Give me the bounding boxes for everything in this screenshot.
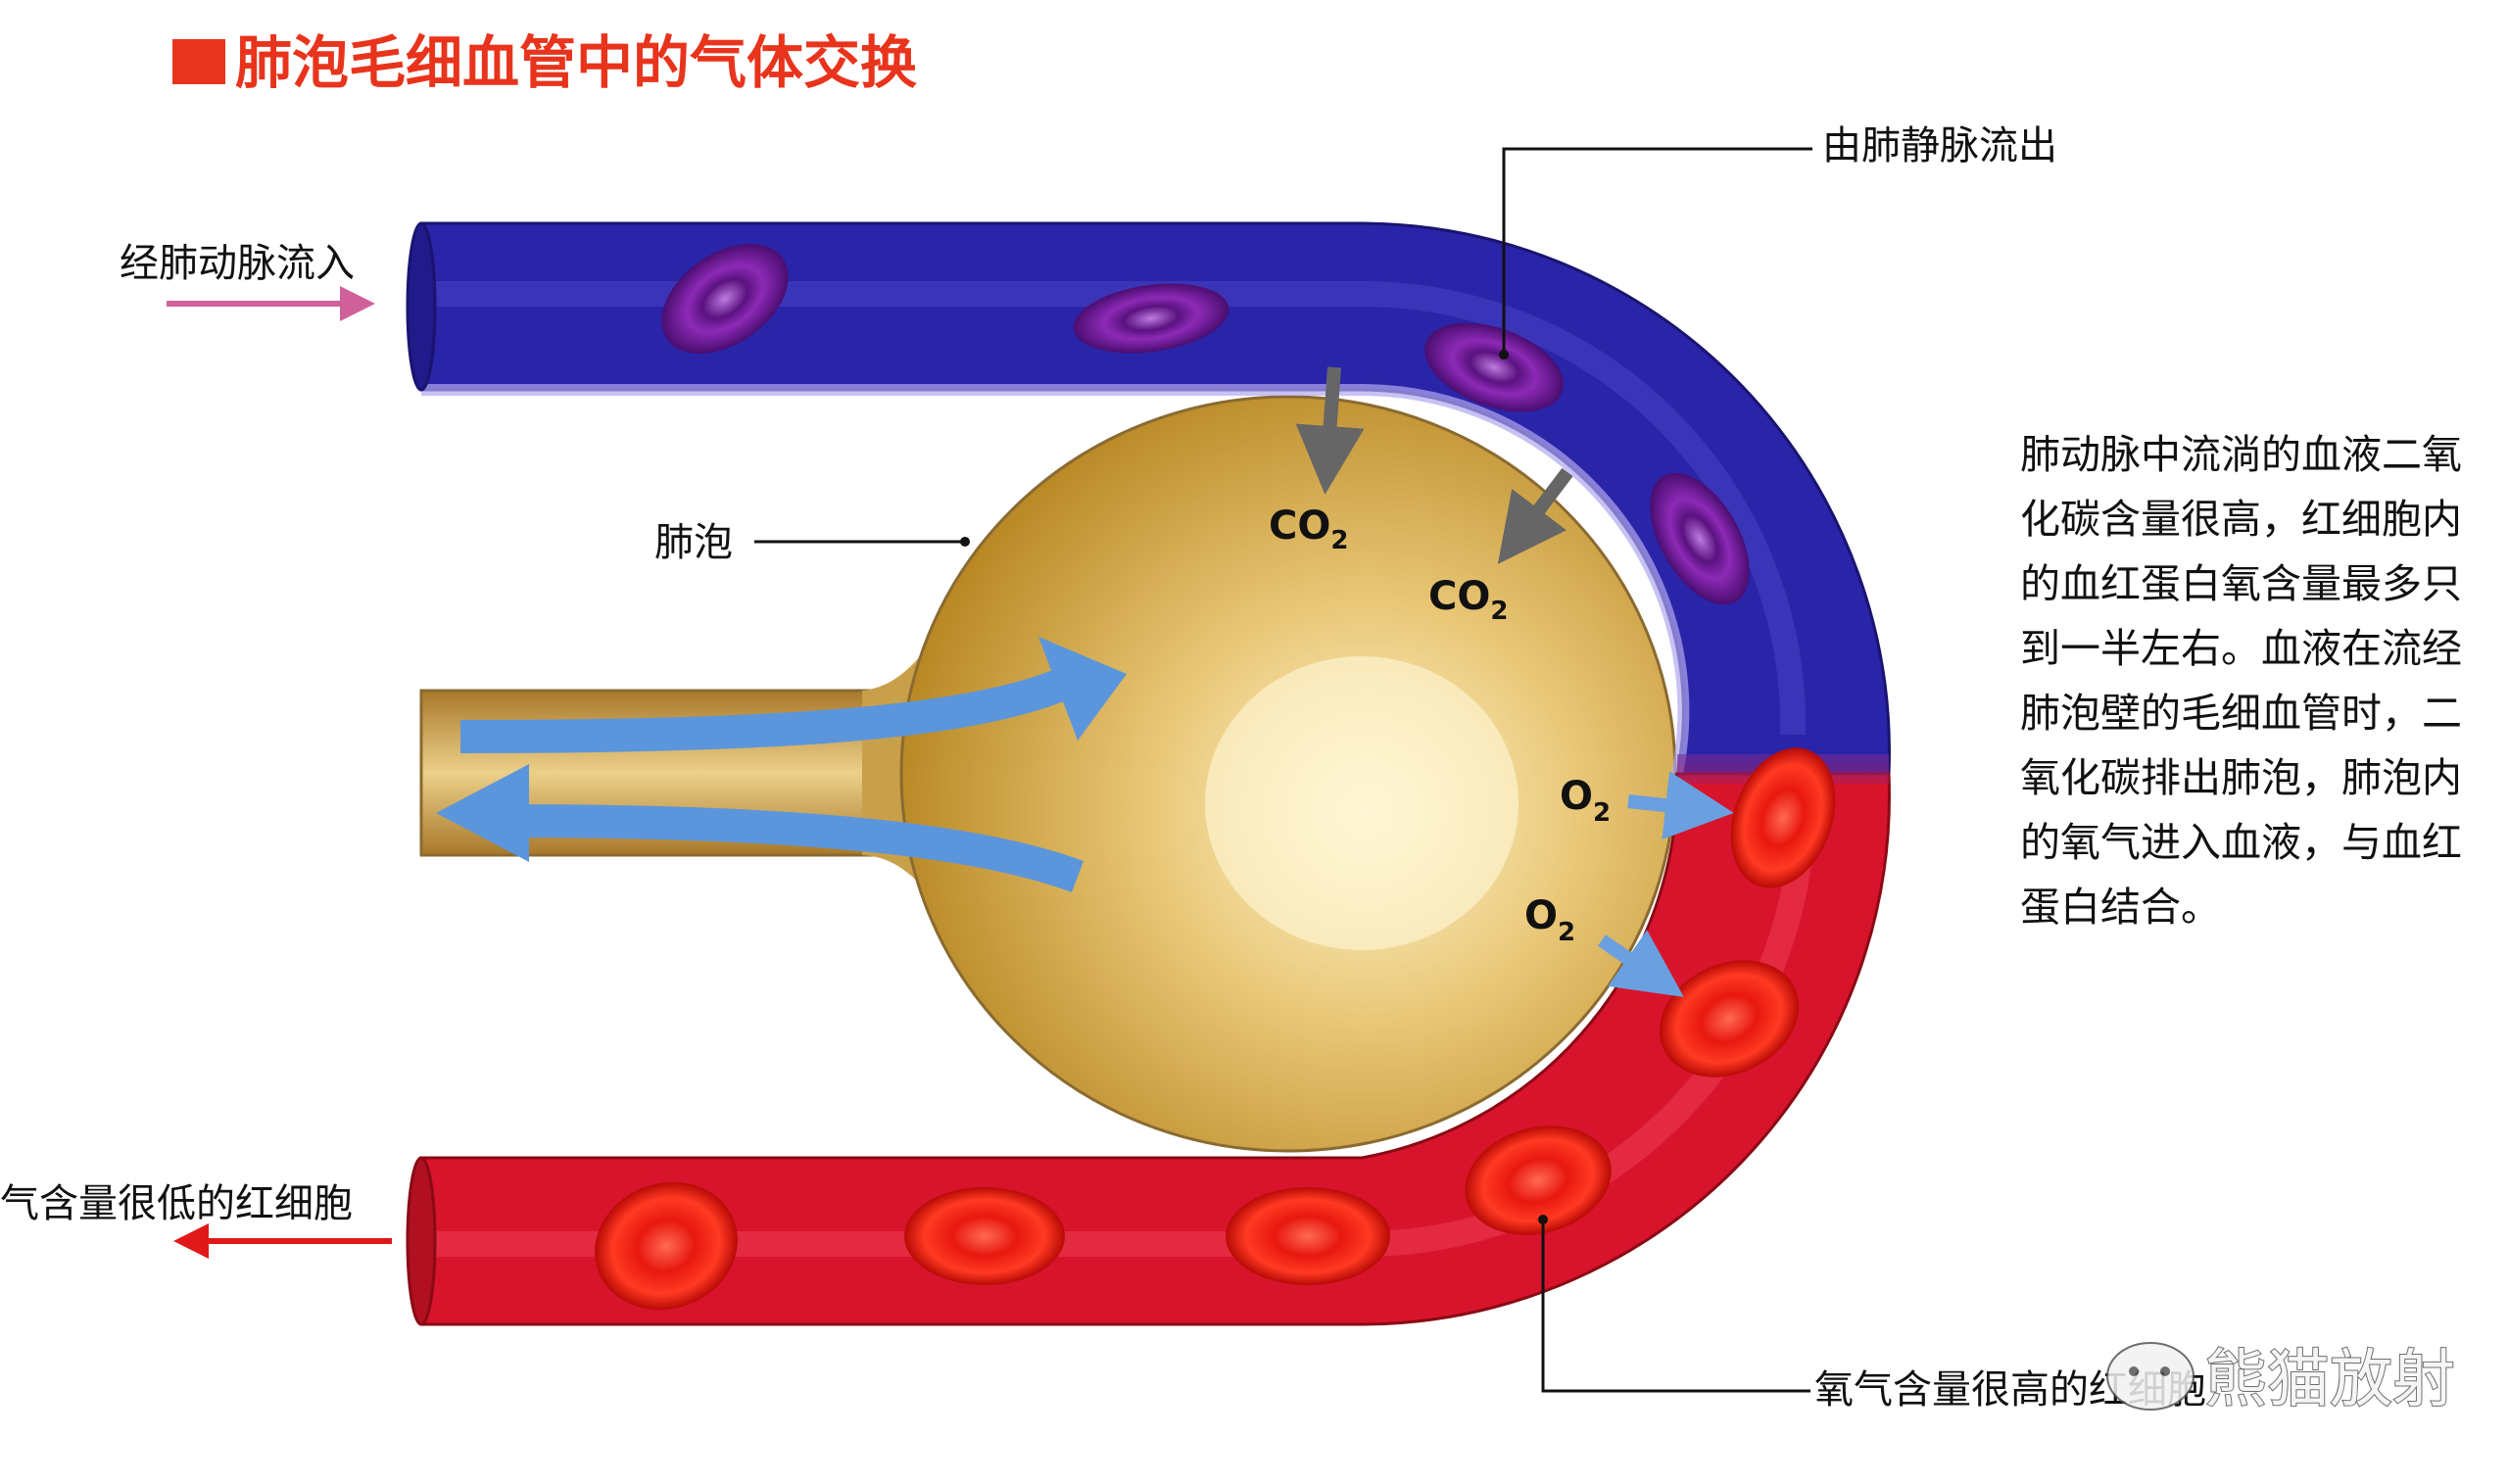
rbc-red bbox=[904, 1187, 1065, 1285]
alveolus bbox=[419, 395, 1677, 1153]
tube-end-top bbox=[406, 221, 437, 392]
air-in-arrow-head bbox=[1038, 637, 1127, 741]
watermark-logo-icon bbox=[2106, 1342, 2194, 1411]
alveolus-label: 肺泡 bbox=[654, 520, 733, 565]
rbc-red bbox=[595, 1181, 738, 1311]
rbc-purple bbox=[661, 244, 789, 354]
rbc-purple bbox=[1073, 283, 1230, 354]
capillary-red-highlight bbox=[431, 792, 1816, 1257]
rbc-red bbox=[1226, 1187, 1390, 1285]
watermark-logo-icon bbox=[2129, 1366, 2139, 1376]
outflow-vein-leader bbox=[1502, 147, 1812, 355]
tube-end-bottom bbox=[406, 1156, 437, 1326]
page-title: 肺泡毛细血管中的气体交换 bbox=[235, 29, 917, 96]
description: 肺动脉中流淌的血液二氧 化碳含量很高，红细胞内 的血红蛋白氧含量最多只 到一半左… bbox=[2020, 431, 2462, 931]
watermark-logo-icon bbox=[2160, 1366, 2170, 1376]
deoxygenated-rbcs bbox=[661, 244, 1750, 605]
o2-label: O2 bbox=[1560, 774, 1611, 828]
outflow-vein-label: 由肺静脉流出 bbox=[1822, 123, 2057, 168]
rbc-red bbox=[1659, 960, 1800, 1077]
low-oxygen-rbc-label: 气含量很低的红细胞 bbox=[0, 1181, 353, 1226]
air-in-arrow bbox=[459, 670, 1065, 753]
description-line: 肺动脉中流淌的血液二氧 bbox=[2020, 431, 2462, 478]
description-line: 到一半左右。血液在流经 bbox=[2020, 625, 2462, 672]
co2-arrow bbox=[1295, 366, 1365, 495]
high-oxygen-rbc-leader-dot bbox=[1538, 1215, 1548, 1224]
capillary-inner-wall bbox=[421, 383, 1690, 776]
alveolus-glow bbox=[1205, 656, 1519, 950]
rbc-red bbox=[1730, 747, 1836, 888]
air-out-arrow-head bbox=[436, 764, 529, 862]
co2-label: CO2 bbox=[1269, 503, 1348, 555]
high-oxygen-rbc-leader bbox=[1541, 1220, 1810, 1393]
watermark-text: 熊猫放射 bbox=[2204, 1344, 2455, 1416]
rbc-purple bbox=[1424, 322, 1564, 412]
description-line: 化碳含量很高，红细胞内 bbox=[2020, 496, 2462, 543]
rbc-purple bbox=[1650, 472, 1750, 605]
description-line: 蛋白结合。 bbox=[2020, 884, 2221, 931]
description-line: 的氧气进入血液，与血红 bbox=[2020, 819, 2462, 866]
rbc-red bbox=[1465, 1125, 1612, 1235]
alveolus-leader-dot bbox=[960, 537, 970, 547]
o2-label: O2 bbox=[1524, 893, 1575, 947]
air-flow-arrows bbox=[436, 637, 1127, 892]
capillary-blue-highlight bbox=[431, 281, 1807, 736]
o2-arrow bbox=[1598, 930, 1684, 997]
co2-label: CO2 bbox=[1428, 574, 1508, 626]
description-line: 肺泡壁的毛细血管时，二 bbox=[2020, 690, 2462, 737]
o2-arrow bbox=[1627, 771, 1734, 839]
oxygenated-rbcs bbox=[595, 747, 1836, 1311]
title-marker bbox=[172, 39, 225, 84]
outflow-vein-leader-dot bbox=[1499, 350, 1509, 359]
inflow-label: 经肺动脉流入 bbox=[120, 241, 355, 286]
co2-arrow bbox=[1497, 467, 1573, 564]
description-line: 氧化碳排出肺泡，肺泡内 bbox=[2020, 754, 2462, 801]
description-line: 的血红蛋白氧含量最多只 bbox=[2020, 560, 2462, 607]
air-out-arrow bbox=[499, 804, 1084, 892]
watermark: 熊猫放射 bbox=[2106, 1342, 2456, 1417]
